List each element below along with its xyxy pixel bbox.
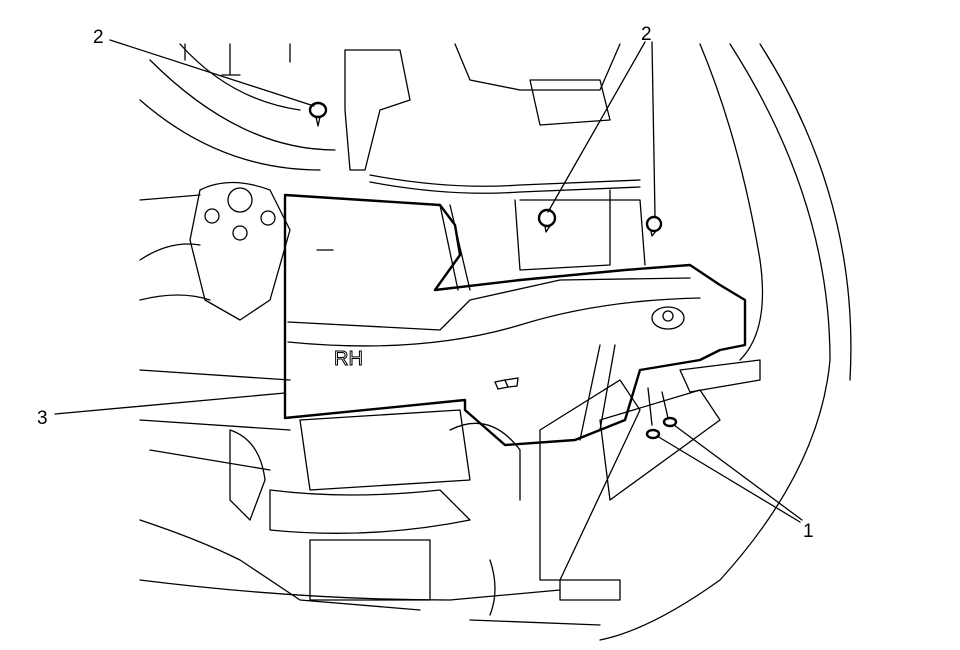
leader-lines [54,39,803,523]
callout-3: 3 [37,408,48,429]
callout-2-left: 2 [93,27,104,48]
callout-1: 1 [803,521,814,542]
upper-structure [344,43,852,641]
brake-rotor [139,43,336,171]
screw-fastener [645,387,661,440]
screw-fastener [661,391,678,428]
splash-shield: RH [283,189,747,447]
knuckle [139,181,291,381]
push-pin-fastener [537,208,557,233]
rh-label: RH [334,348,363,370]
push-pin-fastener [308,101,328,127]
callout-2-right: 2 [641,24,652,45]
lower-structure [139,359,761,626]
push-pin-fastener [645,215,663,237]
